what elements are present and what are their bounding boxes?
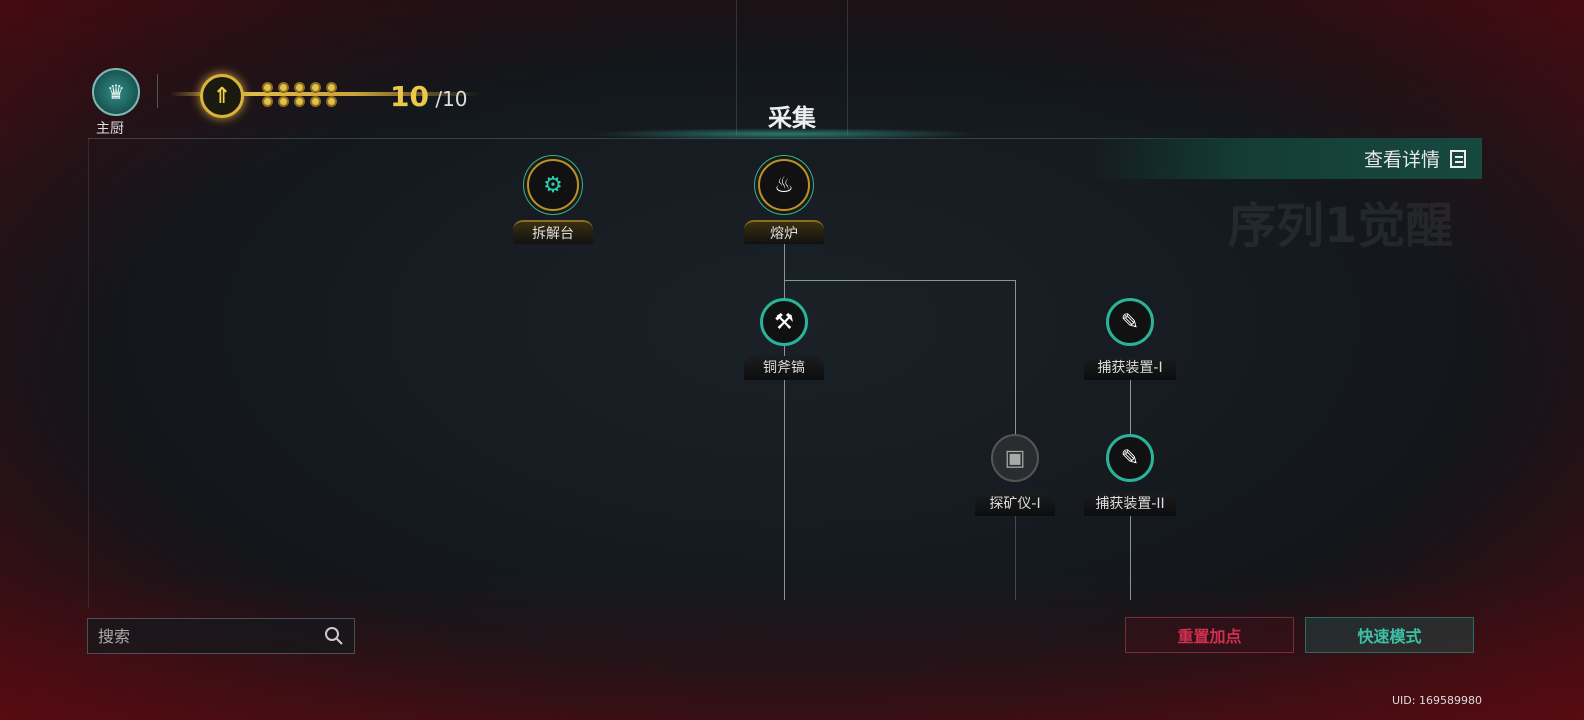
search-input[interactable] xyxy=(98,626,298,646)
tree-connector xyxy=(784,280,1015,281)
point-dot xyxy=(326,96,337,107)
page-title: 采集 xyxy=(768,104,816,132)
search-icon[interactable] xyxy=(324,626,344,646)
skill-node-detector-1[interactable]: ▣ xyxy=(991,434,1039,482)
tree-connector xyxy=(784,240,785,600)
tree-connector xyxy=(1015,280,1016,435)
detector-icon: ▣ xyxy=(1004,445,1026,471)
skill-label: 捕获装置-II xyxy=(1084,492,1176,516)
skill-node-capture-2[interactable]: ✎ xyxy=(1106,434,1154,482)
skill-label: 铜斧镐 xyxy=(744,356,824,380)
chef-role-button[interactable]: ♛ xyxy=(92,68,140,116)
level-max: 10 xyxy=(442,87,468,111)
point-dot xyxy=(278,96,289,107)
uid-label: UID: 169589980 xyxy=(1392,694,1482,707)
role-label: 主厨 xyxy=(96,121,124,137)
point-dot xyxy=(262,82,273,93)
view-details-button[interactable]: 查看详情 xyxy=(1090,138,1482,179)
tree-connector xyxy=(1130,515,1131,600)
chef-hat-icon: ♛ xyxy=(107,80,125,104)
level-sep: / xyxy=(435,87,443,111)
header-divider xyxy=(88,138,1480,139)
level-up-icon[interactable]: ⇑ xyxy=(200,74,244,118)
skill-node-furnace[interactable]: ♨ xyxy=(758,159,810,211)
level-bar xyxy=(170,92,480,96)
point-dot xyxy=(278,82,289,93)
skill-points-indicator xyxy=(262,82,338,107)
sequence-watermark: 序列1觉醒 xyxy=(1228,198,1454,254)
deco-line xyxy=(847,0,848,135)
reset-points-button[interactable]: 重置加点 xyxy=(1125,617,1294,653)
level-count: 10 /10 xyxy=(390,80,468,113)
view-details-label: 查看详情 xyxy=(1363,149,1440,171)
tree-connector xyxy=(1130,378,1131,435)
skill-node-dismantle[interactable]: ⚙ xyxy=(527,159,579,211)
skill-label: 捕获装置-I xyxy=(1084,356,1176,380)
search-box[interactable] xyxy=(87,618,355,654)
point-dot xyxy=(310,82,321,93)
point-dot xyxy=(294,96,305,107)
point-dot xyxy=(310,96,321,107)
skill-label: 熔炉 xyxy=(744,220,824,244)
skill-label: 拆解台 xyxy=(513,220,593,244)
point-dot xyxy=(294,82,305,93)
skill-label: 探矿仪-I xyxy=(975,492,1055,516)
point-dot xyxy=(262,96,273,107)
level-current: 10 xyxy=(390,80,429,113)
furnace-icon: ♨ xyxy=(774,172,794,198)
skill-node-copper-axe[interactable]: ⚒ xyxy=(760,298,808,346)
panel-border xyxy=(88,138,89,608)
axe-pickaxe-icon: ⚒ xyxy=(774,309,794,335)
document-icon xyxy=(1450,149,1466,168)
divider xyxy=(157,74,158,108)
deco-line xyxy=(736,0,737,135)
fast-mode-button[interactable]: 快速模式 xyxy=(1305,617,1474,653)
capture-device-icon: ✎ xyxy=(1120,309,1140,335)
title-glow xyxy=(590,128,980,140)
skill-node-capture-1[interactable]: ✎ xyxy=(1106,298,1154,346)
wrench-gear-icon: ⚙ xyxy=(543,172,563,198)
tree-connector xyxy=(1015,515,1016,600)
point-dot xyxy=(326,82,337,93)
capture-device-icon: ✎ xyxy=(1120,445,1140,471)
